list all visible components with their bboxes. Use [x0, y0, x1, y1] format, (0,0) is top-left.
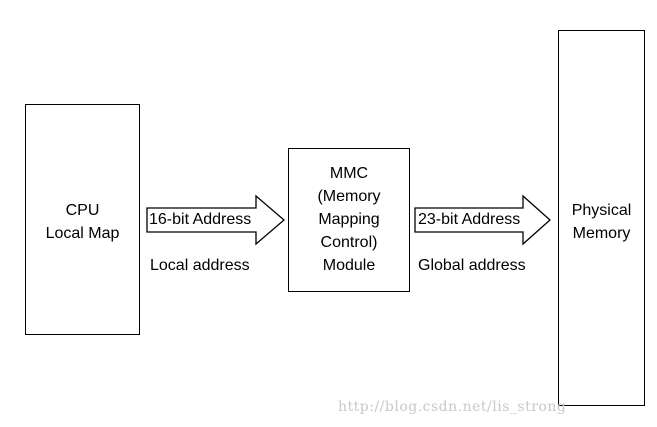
arrow-16bit	[146, 194, 285, 246]
arrow-16bit-label: 16-bit Address	[149, 211, 252, 228]
watermark: http://blog.csdn.net/lis_strong	[338, 399, 567, 415]
arrow-23bit	[414, 194, 551, 246]
cpu-label: CPU Local Map	[26, 199, 139, 245]
mmc-label-line3: Mapping	[318, 211, 380, 228]
local-address-caption: Local address	[150, 257, 250, 274]
mmc-label-line5: Module	[322, 257, 376, 274]
global-address-caption: Global address	[418, 257, 526, 274]
mmc-label: MMC (Memory Mapping Control) Module	[289, 162, 409, 277]
memory-label: Physical Memory	[559, 199, 644, 245]
mmc-label-line4: Control)	[320, 234, 378, 251]
mmc-module-box: MMC (Memory Mapping Control) Module	[288, 148, 410, 292]
physical-memory-box: Physical Memory	[558, 30, 645, 406]
memory-label-line2: Memory	[572, 225, 631, 242]
cpu-label-line2: Local Map	[45, 225, 120, 242]
mmc-label-line1: MMC	[329, 165, 369, 182]
memory-label-line1: Physical	[571, 202, 632, 219]
cpu-label-line1: CPU	[65, 202, 100, 219]
arrow-23bit-label: 23-bit Address	[418, 211, 521, 228]
cpu-local-map-box: CPU Local Map	[25, 104, 140, 335]
mmc-label-line2: (Memory	[317, 188, 381, 205]
